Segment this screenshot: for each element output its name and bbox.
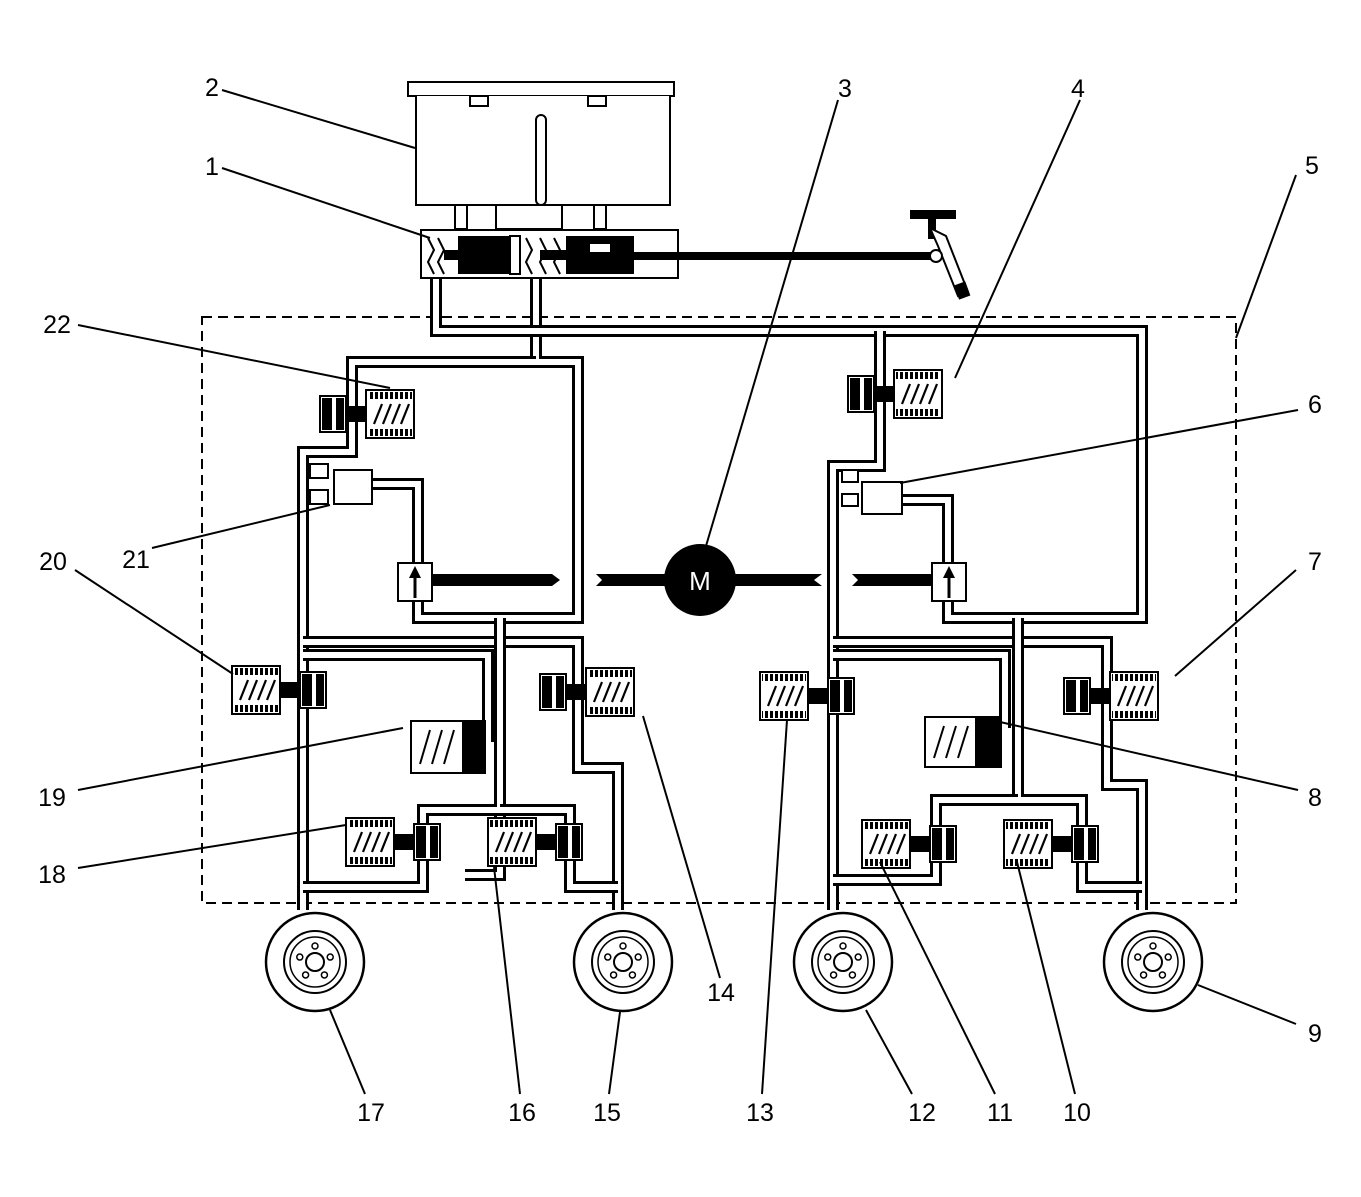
callout-20: 20 <box>39 548 67 576</box>
wheel-brake-15 <box>572 911 674 1013</box>
motor-icon <box>664 544 736 616</box>
pump-piston-left <box>397 562 433 602</box>
callout-leader-lines <box>74 89 1299 1095</box>
callout-4: 4 <box>1071 75 1085 103</box>
callout-10: 10 <box>1063 1099 1091 1127</box>
accumulator-left <box>410 720 486 774</box>
callout-15: 15 <box>593 1099 621 1127</box>
wheel-brakes <box>264 911 1204 1013</box>
callout-6: 6 <box>1308 391 1322 419</box>
solenoid-valve-11 <box>861 819 957 869</box>
brake-pedal <box>910 210 971 300</box>
solenoid-valve-4 <box>847 369 943 419</box>
pump-motor: M <box>430 544 940 616</box>
brake-fluid-reservoir <box>407 81 675 230</box>
wheel-brake-12 <box>792 911 894 1013</box>
callout-13: 13 <box>746 1099 774 1127</box>
solenoid-valve-14 <box>539 667 635 717</box>
callout-18: 18 <box>38 861 66 889</box>
solenoid-valve-18 <box>345 817 441 867</box>
wheel-brake-17 <box>264 911 366 1013</box>
callout-19: 19 <box>38 784 66 812</box>
pump-piston-right <box>931 562 967 602</box>
solenoid-valves <box>231 369 1159 869</box>
solenoid-valve-20 <box>231 665 327 715</box>
callout-14: 14 <box>707 979 735 1007</box>
pressure-relief-valve-right <box>841 469 903 515</box>
motor-label: M <box>689 566 711 596</box>
hydraulic-modulator-boundary <box>201 316 1237 904</box>
solenoid-valve-10 <box>1003 819 1099 869</box>
accumulator-right <box>924 716 1002 768</box>
callout-7: 7 <box>1308 548 1322 576</box>
callout-labels: 1 2 3 4 5 6 7 8 9 10 11 12 13 14 15 16 1… <box>38 74 1322 1127</box>
solenoid-valve-7 <box>1063 671 1159 721</box>
callout-3: 3 <box>838 75 852 103</box>
callout-8: 8 <box>1308 784 1322 812</box>
wheel-brake-9 <box>1102 911 1204 1013</box>
callout-12: 12 <box>908 1099 936 1127</box>
callout-11: 11 <box>987 1099 1013 1127</box>
callout-1: 1 <box>205 153 219 181</box>
master-cylinder <box>420 229 934 279</box>
solenoid-valve-16 <box>487 817 583 867</box>
callout-5: 5 <box>1305 152 1319 180</box>
callout-2: 2 <box>205 74 219 102</box>
callout-16: 16 <box>508 1099 536 1127</box>
pressure-relief-valve-left <box>309 463 373 505</box>
callout-17: 17 <box>357 1099 385 1127</box>
callout-21: 21 <box>122 546 150 574</box>
callout-22: 22 <box>43 311 71 339</box>
callout-9: 9 <box>1308 1020 1322 1048</box>
solenoid-valve-13 <box>759 671 855 721</box>
solenoid-valve-22 <box>319 389 415 439</box>
brake-pipes <box>297 278 1148 910</box>
